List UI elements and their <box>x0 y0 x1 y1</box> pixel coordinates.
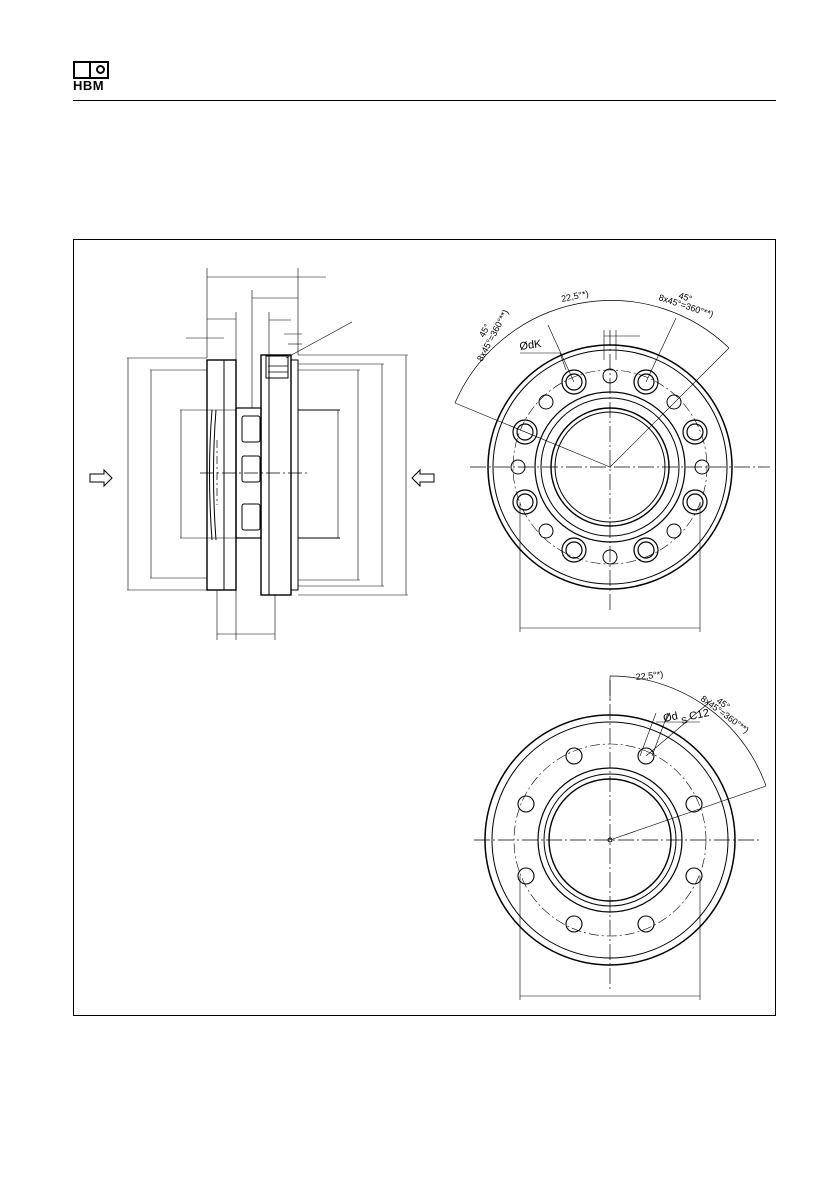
bottom-hole-tolerance: C12 <box>688 707 710 723</box>
front-view-bottom <box>474 676 766 1000</box>
bottom-angle-center-label: 22,5°*) <box>635 669 664 682</box>
top-hole-label: ØdK <box>519 338 543 353</box>
arrow-right-icon <box>90 470 112 486</box>
bottom-hole-sub: S <box>680 715 688 726</box>
front-view-top <box>455 300 770 632</box>
side-view <box>90 268 434 640</box>
arrow-left-icon <box>412 470 434 486</box>
top-angle-center-label: 22,5°*) <box>560 288 589 304</box>
bottom-hole-label: Ød <box>662 710 679 725</box>
